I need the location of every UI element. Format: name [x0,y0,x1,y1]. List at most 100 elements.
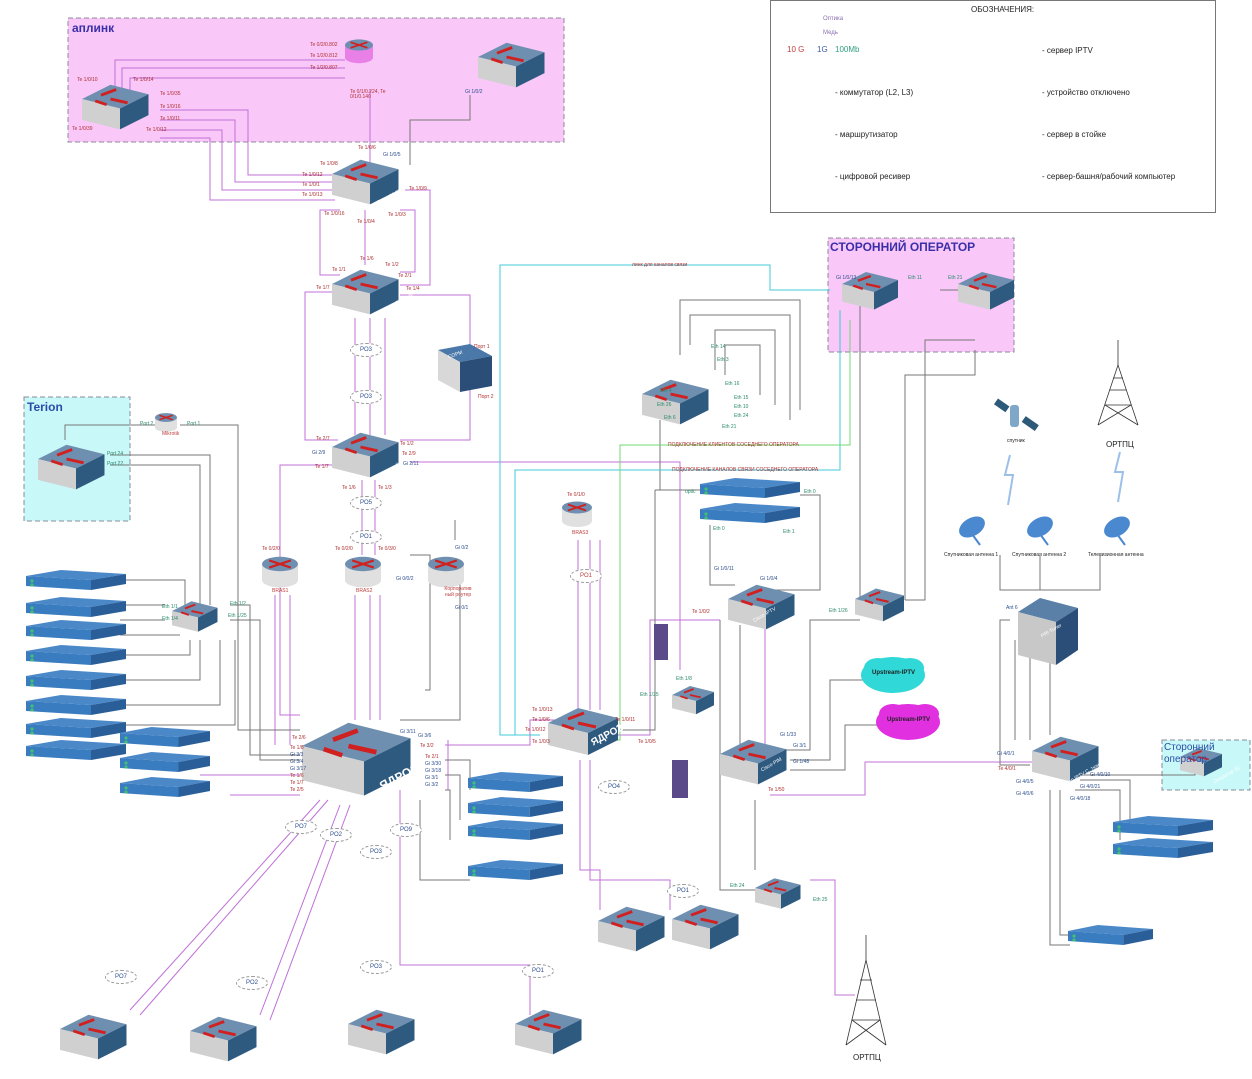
legend-speed-100mb: 100Mb [835,45,860,54]
legend-optic-label: Оптика [823,16,844,22]
service-server-6[interactable] [26,718,126,738]
bras1-router[interactable] [262,556,298,588]
service-server-3[interactable] [26,645,126,665]
service-server-4[interactable] [26,670,126,690]
port-label: Te 0/3/0 [378,546,396,552]
sorm-device[interactable] [438,344,492,392]
decoder-server-0[interactable] [1113,816,1213,836]
port-label: Gi 4/0/18 [1070,796,1091,802]
lc-switch-2[interactable] [190,1016,257,1062]
border-switch-mid[interactable] [332,432,399,478]
bras2-label: BRAS2 [356,588,373,594]
terion-zone-title: Terion [27,400,63,414]
third-party-switch-2[interactable] [958,272,1014,310]
port-label: Te 1/0/16 [160,104,181,110]
switch-arrows-icon [322,728,377,758]
uplink-router[interactable] [345,39,373,64]
port-label: Te 1/7 [315,464,329,470]
service-server-2[interactable] [26,620,126,640]
tower-server-icon[interactable] [672,760,688,798]
port-label: Te 1/0/39 [72,126,93,132]
iptv-server-1[interactable] [700,503,800,523]
core2-switch[interactable] [548,708,618,755]
services-switch[interactable] [172,601,218,632]
annotation-channels-neighbor: ПОДКЛЮЧЕНИЕ КАНАЛОВ СВЯЗИ СОСЕДНЕГО ОПЕР… [672,467,819,473]
ortpc-top-label: ОРТПЦ [1106,440,1134,449]
port-channel-po3-lc: PO3 [360,960,392,974]
port-label: Gi 3/6 [418,733,432,739]
decoder-server-1[interactable] [1113,838,1213,858]
lc-switch-5[interactable] [598,906,665,952]
port-label: Te 1/6 [290,773,304,779]
uplink-zone [67,17,565,143]
core-server-2[interactable] [468,820,563,840]
mirror-switch[interactable] [332,159,399,205]
lc-switch-3[interactable] [348,1009,415,1055]
billing-server-0[interactable] [120,727,210,747]
tuner-device[interactable] [1018,598,1078,665]
switch-arrows-icon [344,436,378,455]
third-op-switch[interactable] [1180,748,1222,777]
port-label: Eth 26 [657,402,672,408]
switch-arrows-icon [180,603,204,616]
uplink-switch[interactable] [82,84,149,130]
iptv-server-0[interactable] [700,478,800,498]
lc-switch-4[interactable] [515,1009,582,1055]
spi-ortpc-switch[interactable] [755,878,801,909]
port-label: Gi 4/0/6 [1016,791,1034,797]
router-arrows-icon [567,503,587,512]
core1-switch[interactable] [302,722,411,796]
cloud-upstream-iptv-2 [876,704,940,740]
switch-arrows-icon [864,591,889,605]
corp-router[interactable] [428,556,464,588]
service-server-0[interactable] [26,570,126,590]
uplink-switch-right[interactable] [478,42,545,88]
port-label: Eth 3 [717,357,729,363]
port-label: Te 2/6 [292,735,306,741]
port-label: Te 1/7 [316,285,330,291]
vlan-switch[interactable] [642,379,709,425]
border-switch-top[interactable] [332,269,399,315]
monitor-server[interactable] [1068,925,1153,945]
bras3-router[interactable] [562,501,592,528]
service-server-5[interactable] [26,695,126,715]
service-server-1[interactable] [26,597,126,617]
core-server-3[interactable] [468,860,563,880]
mikrotik-router[interactable] [155,413,177,432]
legend-item-receiver: - цифровой ресивер [835,172,911,181]
antenna-1-label: Спутниковая антенна 1 [944,552,999,558]
ortpc-bottom-label: ОРТПЦ [853,1053,881,1062]
core-server-0[interactable] [468,772,563,792]
port-label: Te 1/0/12 [302,172,323,178]
billing-server-1[interactable] [120,752,210,772]
port-label: Gi 4/0/10 [1090,772,1111,778]
port-label: Te 1/0/12 [146,127,167,133]
cisco-pim-switch[interactable] [720,739,787,785]
cloud-2-label: Upstream-IPTV [887,717,931,723]
port-label: Te 1/4 [406,286,420,292]
tower-server-icon[interactable] [654,624,668,660]
lc-switch-6[interactable] [672,904,739,950]
lc-switch-1[interactable] [60,1014,127,1060]
port-label: Eth 21 [948,275,963,281]
port-label: Eth 24 [734,413,749,419]
tower-icon-bottom [845,935,887,1046]
port-label: Te 1/1 [332,267,346,273]
core-server-1[interactable] [468,797,563,817]
bras2-router[interactable] [345,556,381,588]
port-label: Te 1/0/13 [302,192,323,198]
legend-speed-10g: 10 G [787,45,805,54]
mikrotik-label: Mikrotik [162,431,180,437]
service-server-7[interactable] [26,740,126,760]
port-label: Te 1/0/6 [532,717,550,723]
port-label: optic [685,489,696,495]
port-label: Te 1/6 [342,485,356,491]
port-label: Gi 3/2 [425,782,439,788]
third-party-switch-1[interactable] [842,272,898,310]
mgmt-switch[interactable] [672,686,714,715]
iptv-collector-switch[interactable] [1032,736,1099,782]
third-party-1c-switch[interactable] [855,588,904,622]
terion-switch[interactable] [38,444,105,490]
billing-server-2[interactable] [120,777,210,797]
cisco-iptv-switch[interactable] [728,584,795,630]
